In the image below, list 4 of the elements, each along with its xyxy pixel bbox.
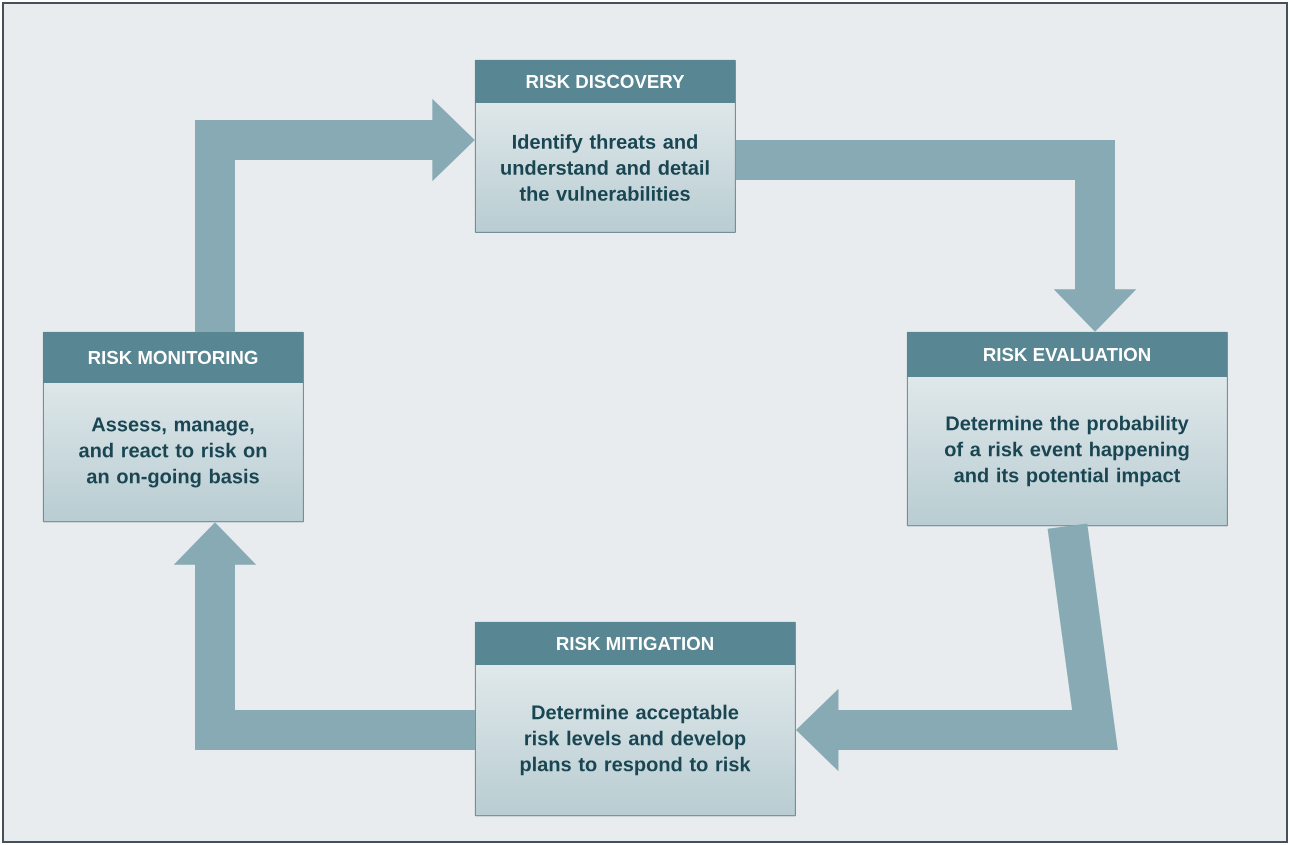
process-box: RISK MITIGATION Determine acceptable risk levels and develop plans to respond to risk: [475, 622, 796, 817]
process-box: RISK EVALUATION Determine the probability of a risk event happening and its potential impact: [907, 332, 1228, 527]
process-box: RISK MONITORING Assess, manage, and react to risk on an on-going basis: [43, 332, 304, 523]
process-box: RISK DISCOVERY Identify threats and understand and detail the vulnerabilities: [475, 60, 736, 233]
